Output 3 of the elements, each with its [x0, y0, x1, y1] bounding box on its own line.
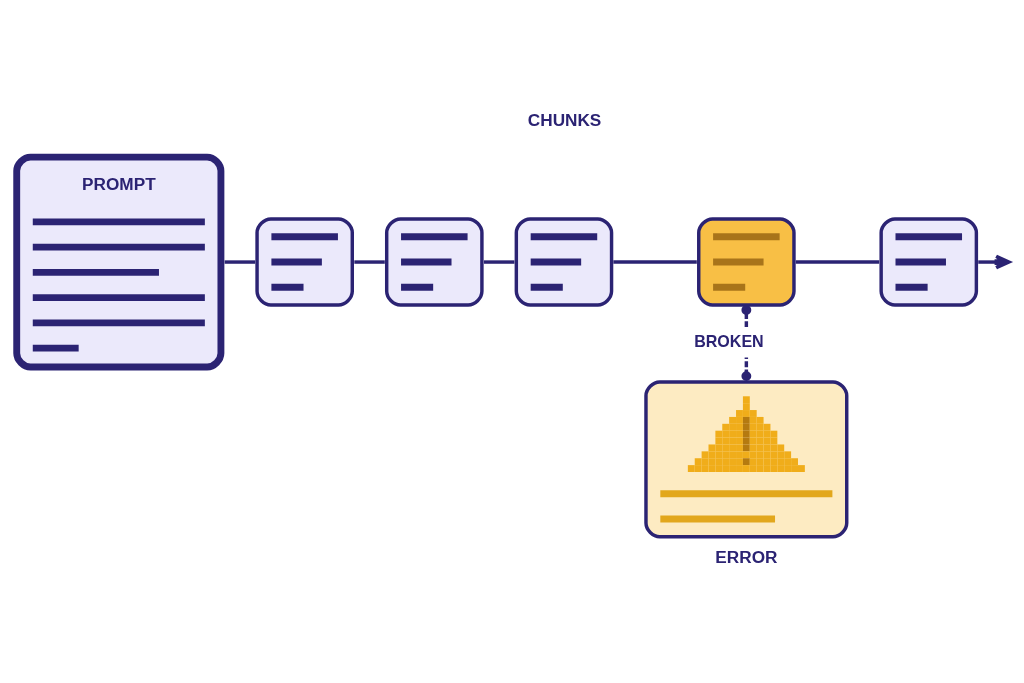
label: CHUNKS: [527, 110, 602, 131]
edge-label: BROKEN: [694, 331, 764, 350]
node-label: ERROR: [715, 546, 778, 567]
